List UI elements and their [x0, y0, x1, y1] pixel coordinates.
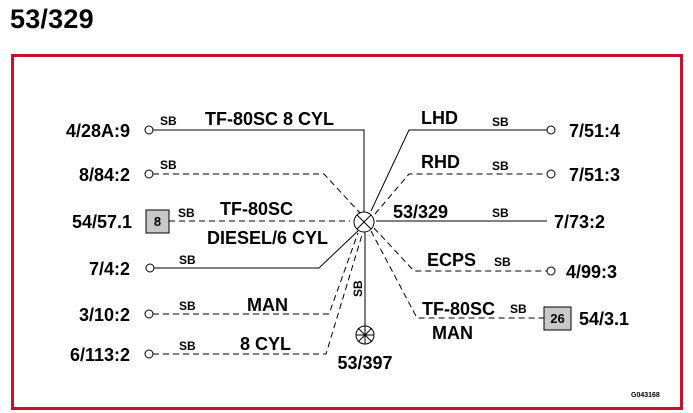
- ground-label-53-397: 53/397: [337, 353, 392, 373]
- terminal-4-99-3: [546, 266, 556, 276]
- note-ecps: ECPS: [427, 250, 476, 270]
- wire-color-sb-r5: SB: [510, 302, 527, 316]
- wire-color-sb-l3: SB: [178, 206, 195, 220]
- note-rhd: RHD: [421, 152, 460, 172]
- note-diesel-6cyl: DIESEL/6 CYL: [207, 228, 328, 248]
- note-lhd: LHD: [421, 108, 458, 128]
- wire-3-10-2: [153, 232, 359, 315]
- right-label-4-99-3: 4/99:3: [566, 262, 617, 282]
- splice-hub: [353, 211, 375, 233]
- note-man-left: MAN: [247, 295, 288, 315]
- note-tf80sc-8cyl: TF-80SC 8 CYL: [205, 109, 334, 129]
- terminal-8-84-2: [144, 169, 154, 179]
- wire-color-sb-vertical: SB: [351, 280, 365, 297]
- wiring-diagram: 8 26 4/28A:9 8/84:2 54/57.1 7/4:2 3/10:2…: [66, 108, 660, 399]
- wire-color-sb-l5: SB: [179, 299, 196, 313]
- terminal-6-113-2: [144, 349, 154, 359]
- hub-label: 53/329: [393, 202, 448, 222]
- left-label-6-113-2: 6/113:2: [70, 345, 130, 365]
- connector-box-26-label: 26: [550, 311, 564, 326]
- terminal-4-28a-9: [144, 125, 154, 135]
- wire-color-sb-r4: SB: [494, 255, 511, 269]
- wire-color-sb-r1: SB: [492, 115, 509, 129]
- left-label-4-28a-9: 4/28A:9: [66, 121, 130, 141]
- wire-7-51-4: [370, 129, 547, 212]
- wire-7-51-3: [374, 173, 547, 215]
- left-label-3-10-2: 3/10:2: [79, 305, 130, 325]
- left-label-8-84-2: 8/84:2: [79, 165, 130, 185]
- wire-7-4-2: [154, 228, 361, 269]
- wire-color-sb-r3: SB: [492, 206, 509, 220]
- wire-color-sb-l4: SB: [179, 253, 196, 267]
- right-label-7-51-3: 7/51:3: [569, 165, 620, 185]
- right-label-54-3-1: 54/3.1: [579, 309, 629, 329]
- connector-box-8-label: 8: [154, 214, 161, 229]
- terminal-7-51-3: [546, 169, 556, 179]
- left-label-7-4-2: 7/4:2: [89, 259, 130, 279]
- right-label-7-51-4: 7/51:4: [569, 121, 620, 141]
- wire-4-28a-9: [153, 129, 365, 217]
- connector-box-26: [543, 306, 572, 331]
- terminal-7-51-4: [546, 125, 556, 135]
- ground-symbol-53-397: [355, 325, 375, 345]
- terminal-7-4-2: [145, 263, 155, 273]
- wire-6-113-2: [153, 234, 363, 355]
- wire-color-sb-l1: SB: [160, 114, 177, 128]
- note-man-right: MAN: [432, 323, 473, 343]
- terminal-3-10-2: [144, 309, 154, 319]
- wire-color-sb-r2: SB: [492, 159, 509, 173]
- page-title: 53/329: [10, 4, 94, 34]
- wire-color-sb-l2: SB: [160, 158, 177, 172]
- wire-54-3-1: [370, 230, 544, 319]
- diagram-frame: 8 26 4/28A:9 8/84:2 54/57.1 7/4:2 3/10:2…: [11, 54, 683, 410]
- connector-box-8: [145, 209, 170, 234]
- note-tf80sc-right: TF-80SC: [422, 299, 495, 319]
- wire-8-84-2: [153, 173, 361, 214]
- right-label-7-73-2: 7/73:2: [554, 212, 605, 232]
- note-8cyl: 8 CYL: [240, 334, 291, 354]
- image-code: G043168: [631, 392, 660, 399]
- wire-color-sb-l6: SB: [179, 339, 196, 353]
- left-label-54-57-1: 54/57.1: [72, 212, 132, 232]
- note-tf80sc-left: TF-80SC: [220, 199, 293, 219]
